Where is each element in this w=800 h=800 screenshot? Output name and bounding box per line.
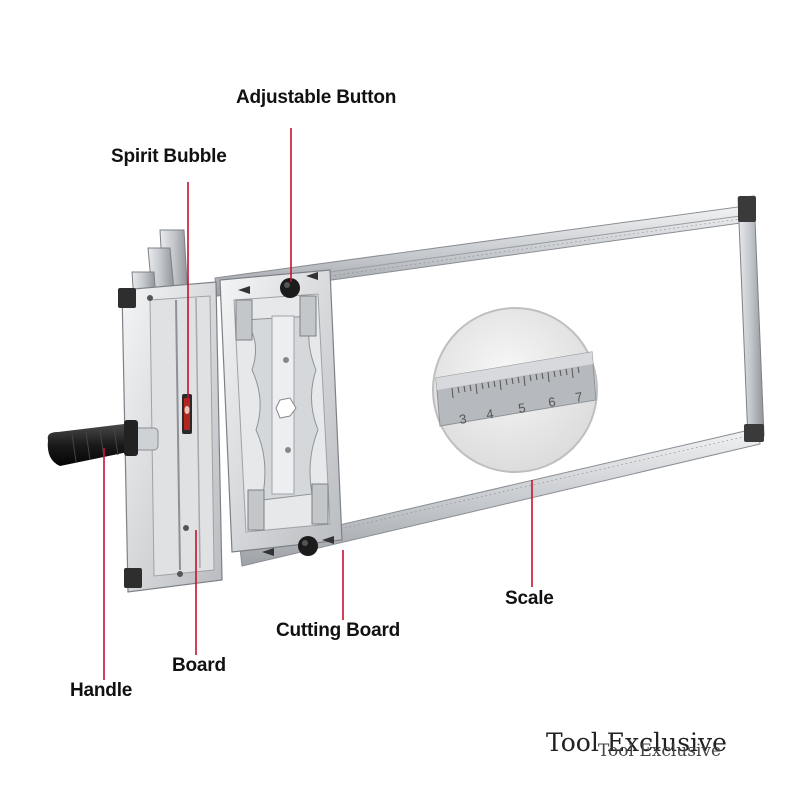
callout-spirit-bubble: Spirit Bubble	[111, 146, 227, 167]
scale-magnifier: 3 4 5 6 7	[432, 307, 598, 473]
watermark-secondary: Tool Exclusive	[598, 741, 722, 761]
callout-lines	[103, 128, 533, 680]
scale-number: 7	[574, 389, 583, 405]
watermark-primary: Tool Exclusive	[546, 728, 727, 757]
adjustable-knob-bottom	[298, 536, 318, 556]
adjustable-knob-top	[280, 278, 300, 298]
scale-number: 5	[517, 400, 526, 416]
scale-number: 6	[547, 394, 556, 410]
cutting-board-plate	[219, 269, 343, 556]
callout-handle: Handle	[70, 680, 133, 701]
callout-board: Board	[172, 655, 226, 676]
spirit-bubble-vial	[182, 394, 192, 434]
bottom-rail	[239, 427, 761, 567]
scale-number: 4	[485, 406, 494, 422]
callout-scale: Scale	[505, 588, 554, 609]
callout-adjustable-button: Adjustable Button	[236, 87, 397, 108]
handle	[47, 420, 159, 466]
right-end-post	[737, 195, 765, 442]
callout-cutting-board: Cutting Board	[276, 620, 401, 641]
scale-number: 3	[458, 411, 467, 427]
fence-body	[118, 281, 223, 593]
